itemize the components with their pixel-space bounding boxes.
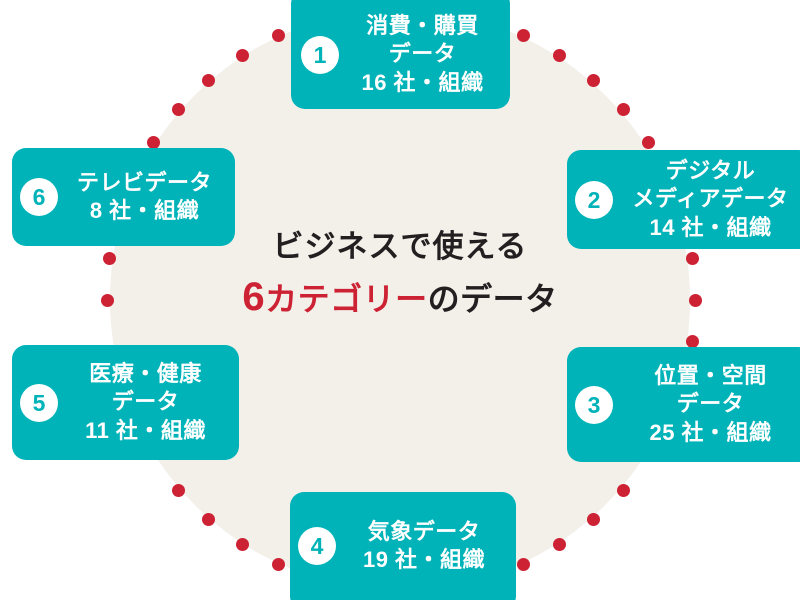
category-number-badge-5: 5 xyxy=(20,383,58,422)
category-card-4[interactable]: 4 気象データ 19 社・組織 xyxy=(290,492,516,600)
category-number-badge-2: 2 xyxy=(575,180,613,219)
center-title-tail: のデータ xyxy=(427,280,558,317)
category-card-2[interactable]: 2 デジタル メディアデータ 14 社・組織 xyxy=(567,150,800,249)
center-title-line-1: ビジネスで使える xyxy=(272,229,528,264)
category-title-3: 位置・空間 データ xyxy=(654,363,767,417)
category-count-1: 16 社・組織 xyxy=(361,69,484,95)
category-number-badge-3: 3 xyxy=(575,385,613,424)
ring-dot xyxy=(688,293,702,307)
category-count-2: 14 社・組織 xyxy=(649,214,772,240)
category-number-badge-6: 6 xyxy=(20,178,58,216)
category-card-body-4: 気象データ 19 社・組織 xyxy=(342,518,506,574)
category-card-body-2: デジタル メディアデータ 14 社・組織 xyxy=(619,157,800,241)
category-title-2: デジタル メディアデータ xyxy=(632,158,789,212)
category-title-4: 気象データ xyxy=(367,518,481,544)
center-title: ビジネスで使える 6カテゴリーのデータ xyxy=(200,228,600,323)
category-number-badge-1: 1 xyxy=(301,35,339,74)
category-card-3[interactable]: 3 位置・空間 データ 25 社・組織 xyxy=(567,347,800,462)
category-card-body-5: 医療・健康 データ 11 社・組織 xyxy=(64,360,227,444)
center-title-accent-number: 6 xyxy=(242,274,266,319)
center-title-line-2: 6カテゴリーのデータ xyxy=(200,271,600,323)
category-count-6: 8 社・組織 xyxy=(89,198,200,223)
category-card-body-6: テレビデータ 8 社・組織 xyxy=(64,169,225,225)
category-title-6: テレビデータ xyxy=(76,169,212,195)
category-title-1: 消費・購買 データ xyxy=(366,13,479,67)
category-count-3: 25 社・組織 xyxy=(649,419,772,445)
category-card-body-1: 消費・購買 データ 16 社・組織 xyxy=(345,12,500,96)
category-card-body-3: 位置・空間 データ 25 社・組織 xyxy=(619,362,800,446)
category-title-5: 医療・健康 データ xyxy=(89,361,202,415)
center-title-accent-word: カテゴリー xyxy=(265,280,428,317)
category-card-5[interactable]: 5 医療・健康 データ 11 社・組織 xyxy=(12,345,239,460)
category-count-5: 11 社・組織 xyxy=(85,417,206,443)
category-card-6[interactable]: 6 テレビデータ 8 社・組織 xyxy=(12,148,235,246)
category-number-badge-4: 4 xyxy=(298,527,336,565)
category-card-1[interactable]: 1 消費・購買 データ 16 社・組織 xyxy=(291,0,510,109)
category-count-4: 19 社・組織 xyxy=(362,547,486,572)
